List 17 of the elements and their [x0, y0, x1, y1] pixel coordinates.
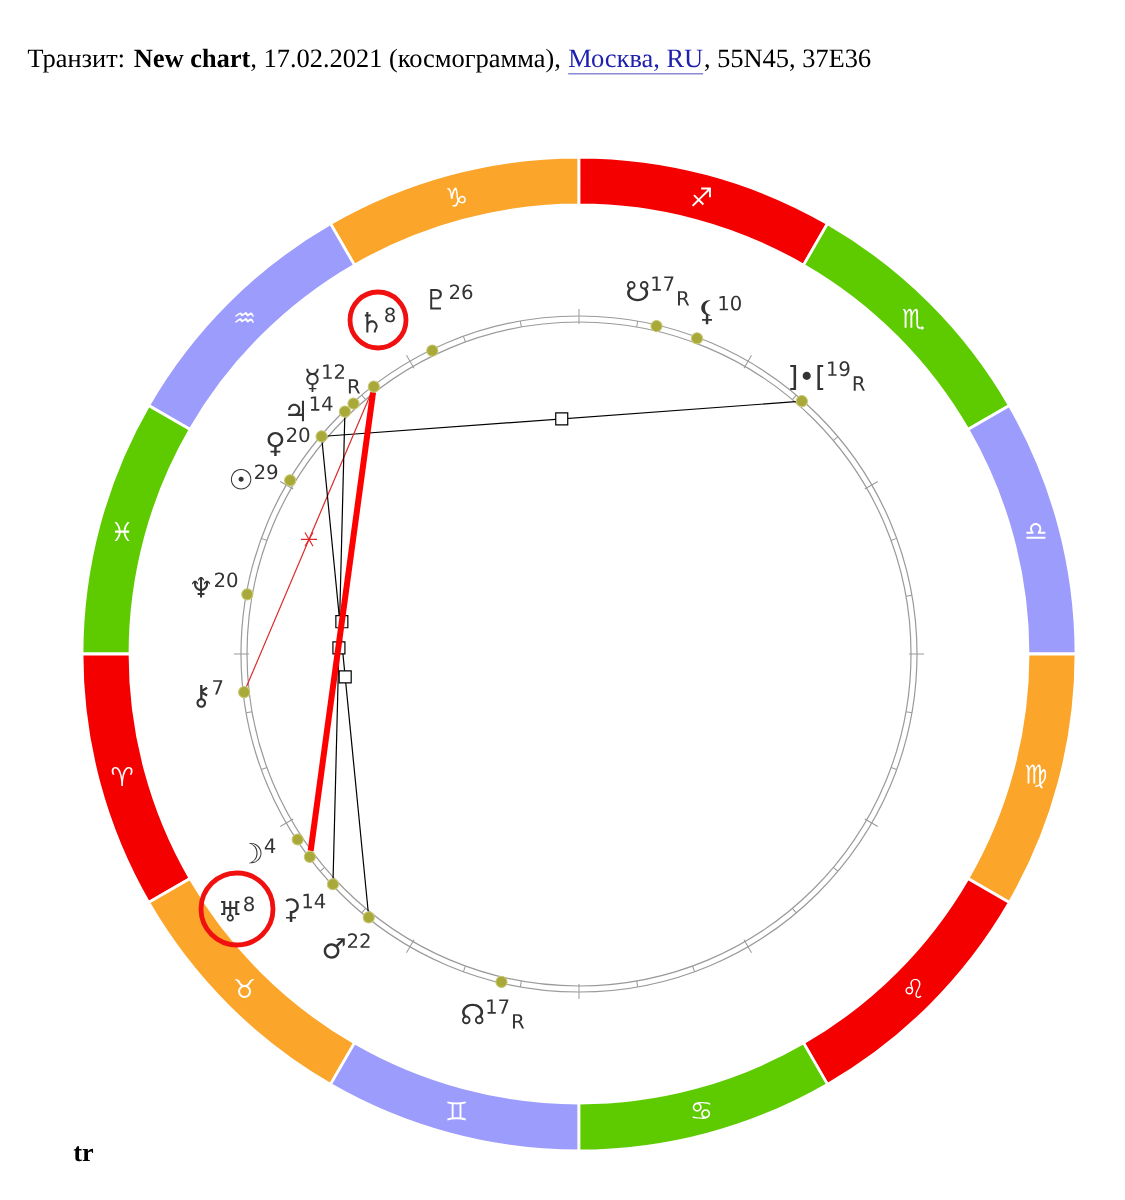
link: Москва, RU: [567, 49, 704, 75]
planet-label: ♇$^{26}$: [430, 284, 473, 310]
zodiac-segment: ♓: [80, 404, 192, 656]
zodiac-segment: ♊: [329, 1041, 581, 1153]
zodiac-segment: ♋: [577, 1041, 829, 1153]
zodiac-segment: ♍: [966, 652, 1078, 904]
planet-label: ⚷$^{7}$: [196, 680, 223, 708]
corner-label: tr: [73, 1146, 94, 1162]
planet-label: ☋$^{17}$R: [627, 276, 690, 306]
heading-text: Транзит: New chart, 17.02.2021 (космограмма),: [27, 48, 560, 73]
zodiac-segment: ♎: [966, 404, 1078, 656]
planet-label: ♆$^{20}$: [192, 572, 238, 598]
zodiac-segment: ♑: [329, 155, 581, 267]
zodiac-segment: ♈: [80, 652, 192, 904]
heading-text: , 55N45, 37E36: [704, 49, 871, 72]
planet-label: ☊$^{17}$R: [462, 999, 525, 1029]
zodiac-segment: ♐: [577, 155, 829, 267]
